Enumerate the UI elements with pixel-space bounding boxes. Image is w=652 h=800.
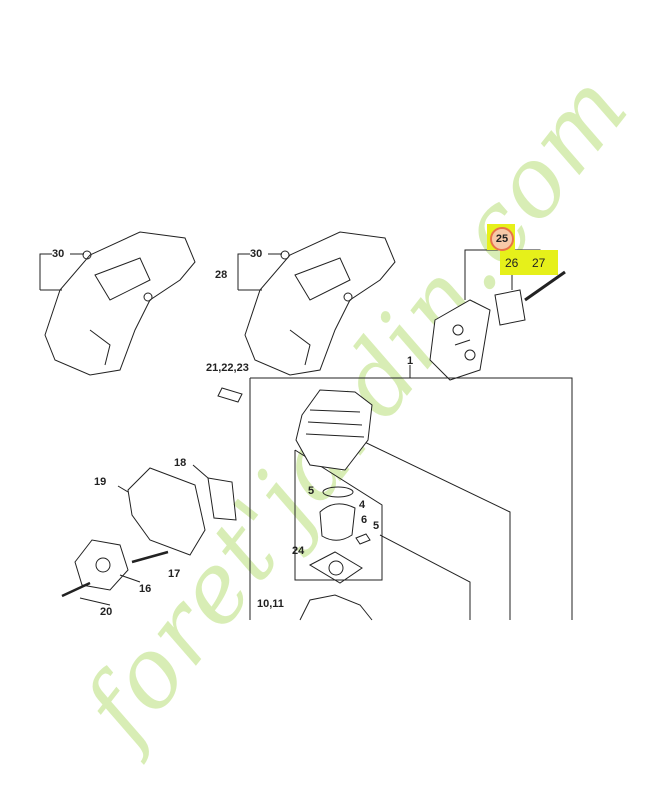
highlight	[500, 250, 558, 275]
callout-18: 18	[174, 457, 187, 469]
piston	[319, 503, 356, 541]
part-19	[117, 467, 206, 556]
callout-25: 25	[490, 227, 514, 251]
callout-27: 27	[532, 256, 546, 270]
spark-plug	[217, 387, 243, 403]
callout-17: 17	[168, 568, 181, 580]
callout-28: 28	[215, 269, 228, 281]
part-16	[74, 539, 129, 591]
callout-30: 30	[52, 248, 65, 260]
callout-5: 5	[373, 520, 380, 532]
cylinder	[295, 389, 373, 471]
gasket	[308, 551, 363, 584]
piston-ring	[322, 486, 354, 498]
callout-20: 20	[100, 606, 113, 618]
top-cover-right	[244, 231, 396, 376]
callout-21-22-23: 21,22,23	[206, 362, 249, 374]
callout-24: 24	[292, 545, 305, 557]
piston-pin	[355, 533, 371, 545]
bolt-27	[524, 270, 566, 302]
callout-5: 5	[308, 485, 315, 497]
callout-19: 19	[94, 476, 107, 488]
callout-6: 6	[361, 514, 368, 526]
callout-16: 16	[139, 583, 152, 595]
callout-1: 1	[407, 355, 414, 367]
muffler	[429, 299, 491, 381]
callout-30: 30	[250, 248, 263, 260]
top-cover-left	[44, 231, 196, 376]
callout-10-11: 10,11	[257, 598, 284, 610]
part-18-gasket	[192, 464, 237, 521]
screw-17	[131, 550, 169, 564]
callout-4: 4	[359, 499, 366, 511]
crankcase-partial	[299, 594, 373, 621]
callout-26: 26	[505, 256, 519, 270]
muffler-plate	[494, 289, 526, 326]
screw-20	[61, 581, 91, 598]
